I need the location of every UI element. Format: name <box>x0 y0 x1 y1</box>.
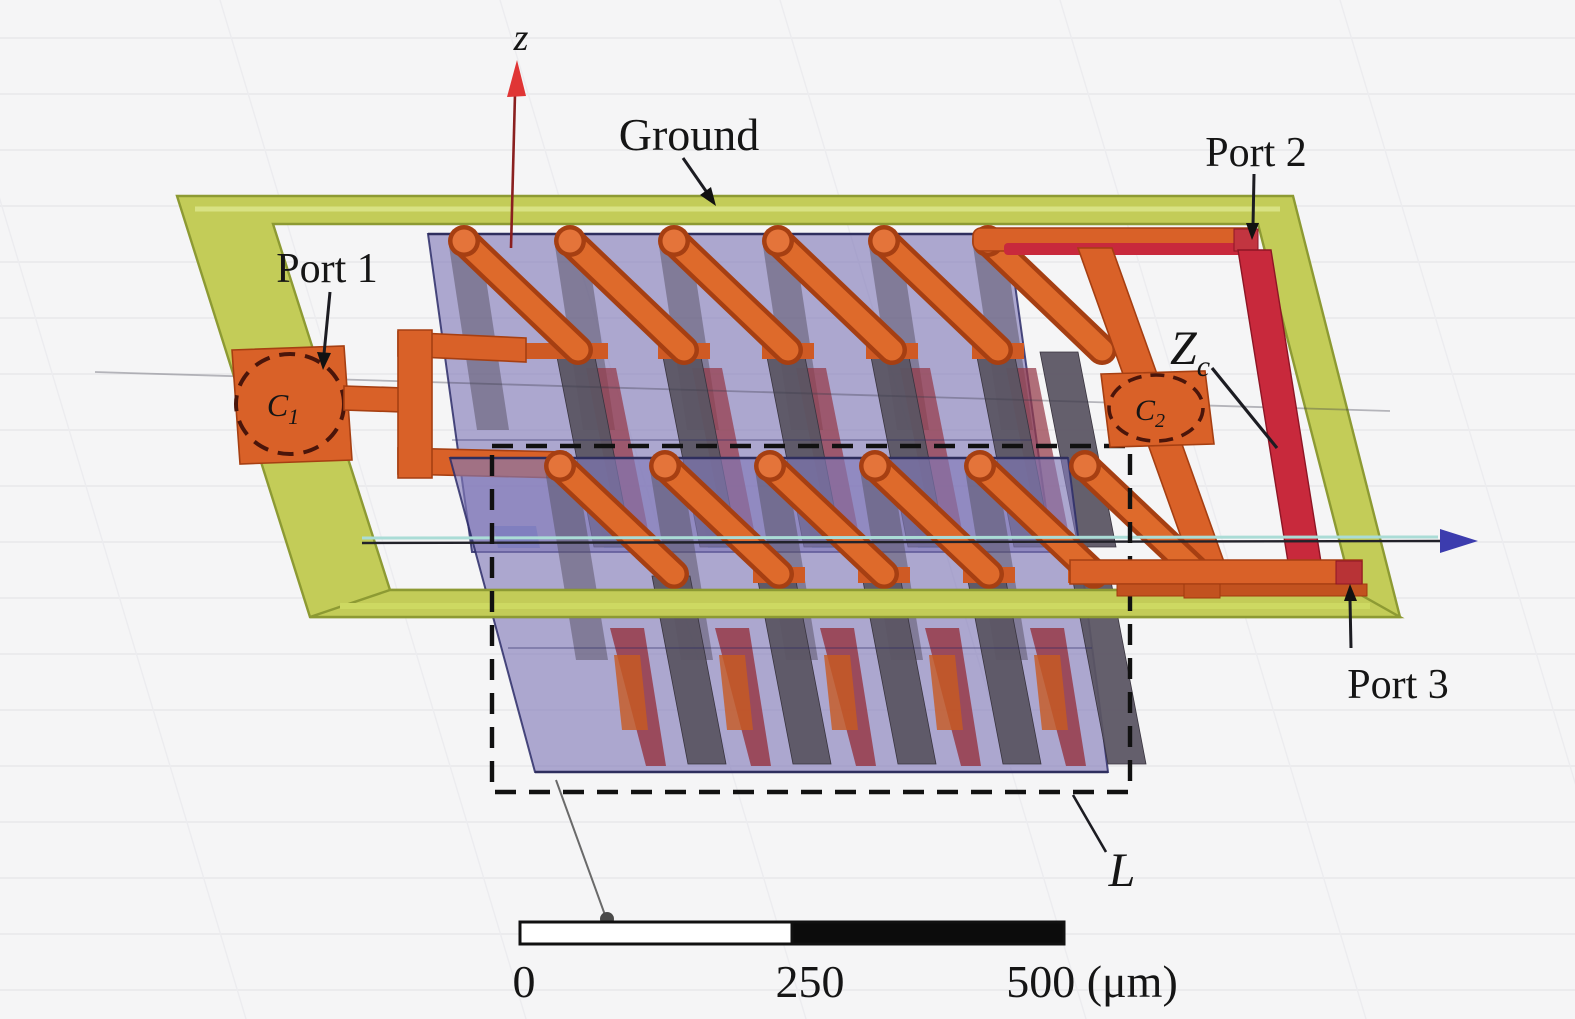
z-axis-label: z <box>513 17 529 59</box>
port1-annotation: Port 1 <box>276 246 378 370</box>
inductor-boundary-box <box>489 443 1133 795</box>
zc-annotation: Zc <box>1170 322 1279 450</box>
ground-label: Ground <box>619 109 760 160</box>
scale-leader-line <box>555 779 606 916</box>
port1-label: Port 1 <box>276 246 378 292</box>
port2-label: Port 2 <box>1205 130 1307 176</box>
c2-capacitor-marker <box>1107 373 1205 443</box>
port1-pad: C1 <box>231 345 353 465</box>
scale-tick-250: 250 <box>776 956 845 1007</box>
c2-pad: C2 <box>1100 370 1215 448</box>
scale-tick-500: 500 (μm) <box>1006 956 1178 1007</box>
port3-annotation: Port 3 <box>1344 584 1449 708</box>
ground-bottom-band <box>309 588 1405 619</box>
scale-tick-0: 0 <box>513 956 536 1007</box>
horizontal-axis-arrow <box>361 529 1478 553</box>
port3-label: Port 3 <box>1347 662 1449 708</box>
svg-text:C1: C1 <box>267 387 299 429</box>
zc-label: Zc <box>1170 322 1210 383</box>
inductor-annotation: L <box>1071 794 1136 897</box>
port2-feedline <box>972 227 1259 255</box>
port3-feedline <box>1069 559 1368 599</box>
inductor-label: L <box>1108 844 1136 897</box>
ground-annotation: Ground <box>619 109 760 206</box>
port2-annotation: Port 2 <box>1205 130 1307 240</box>
z-axis-arrow <box>507 60 526 249</box>
svg-text:C2: C2 <box>1135 394 1165 432</box>
scale-bar: 0 250 500 (μm) <box>513 779 1178 1007</box>
